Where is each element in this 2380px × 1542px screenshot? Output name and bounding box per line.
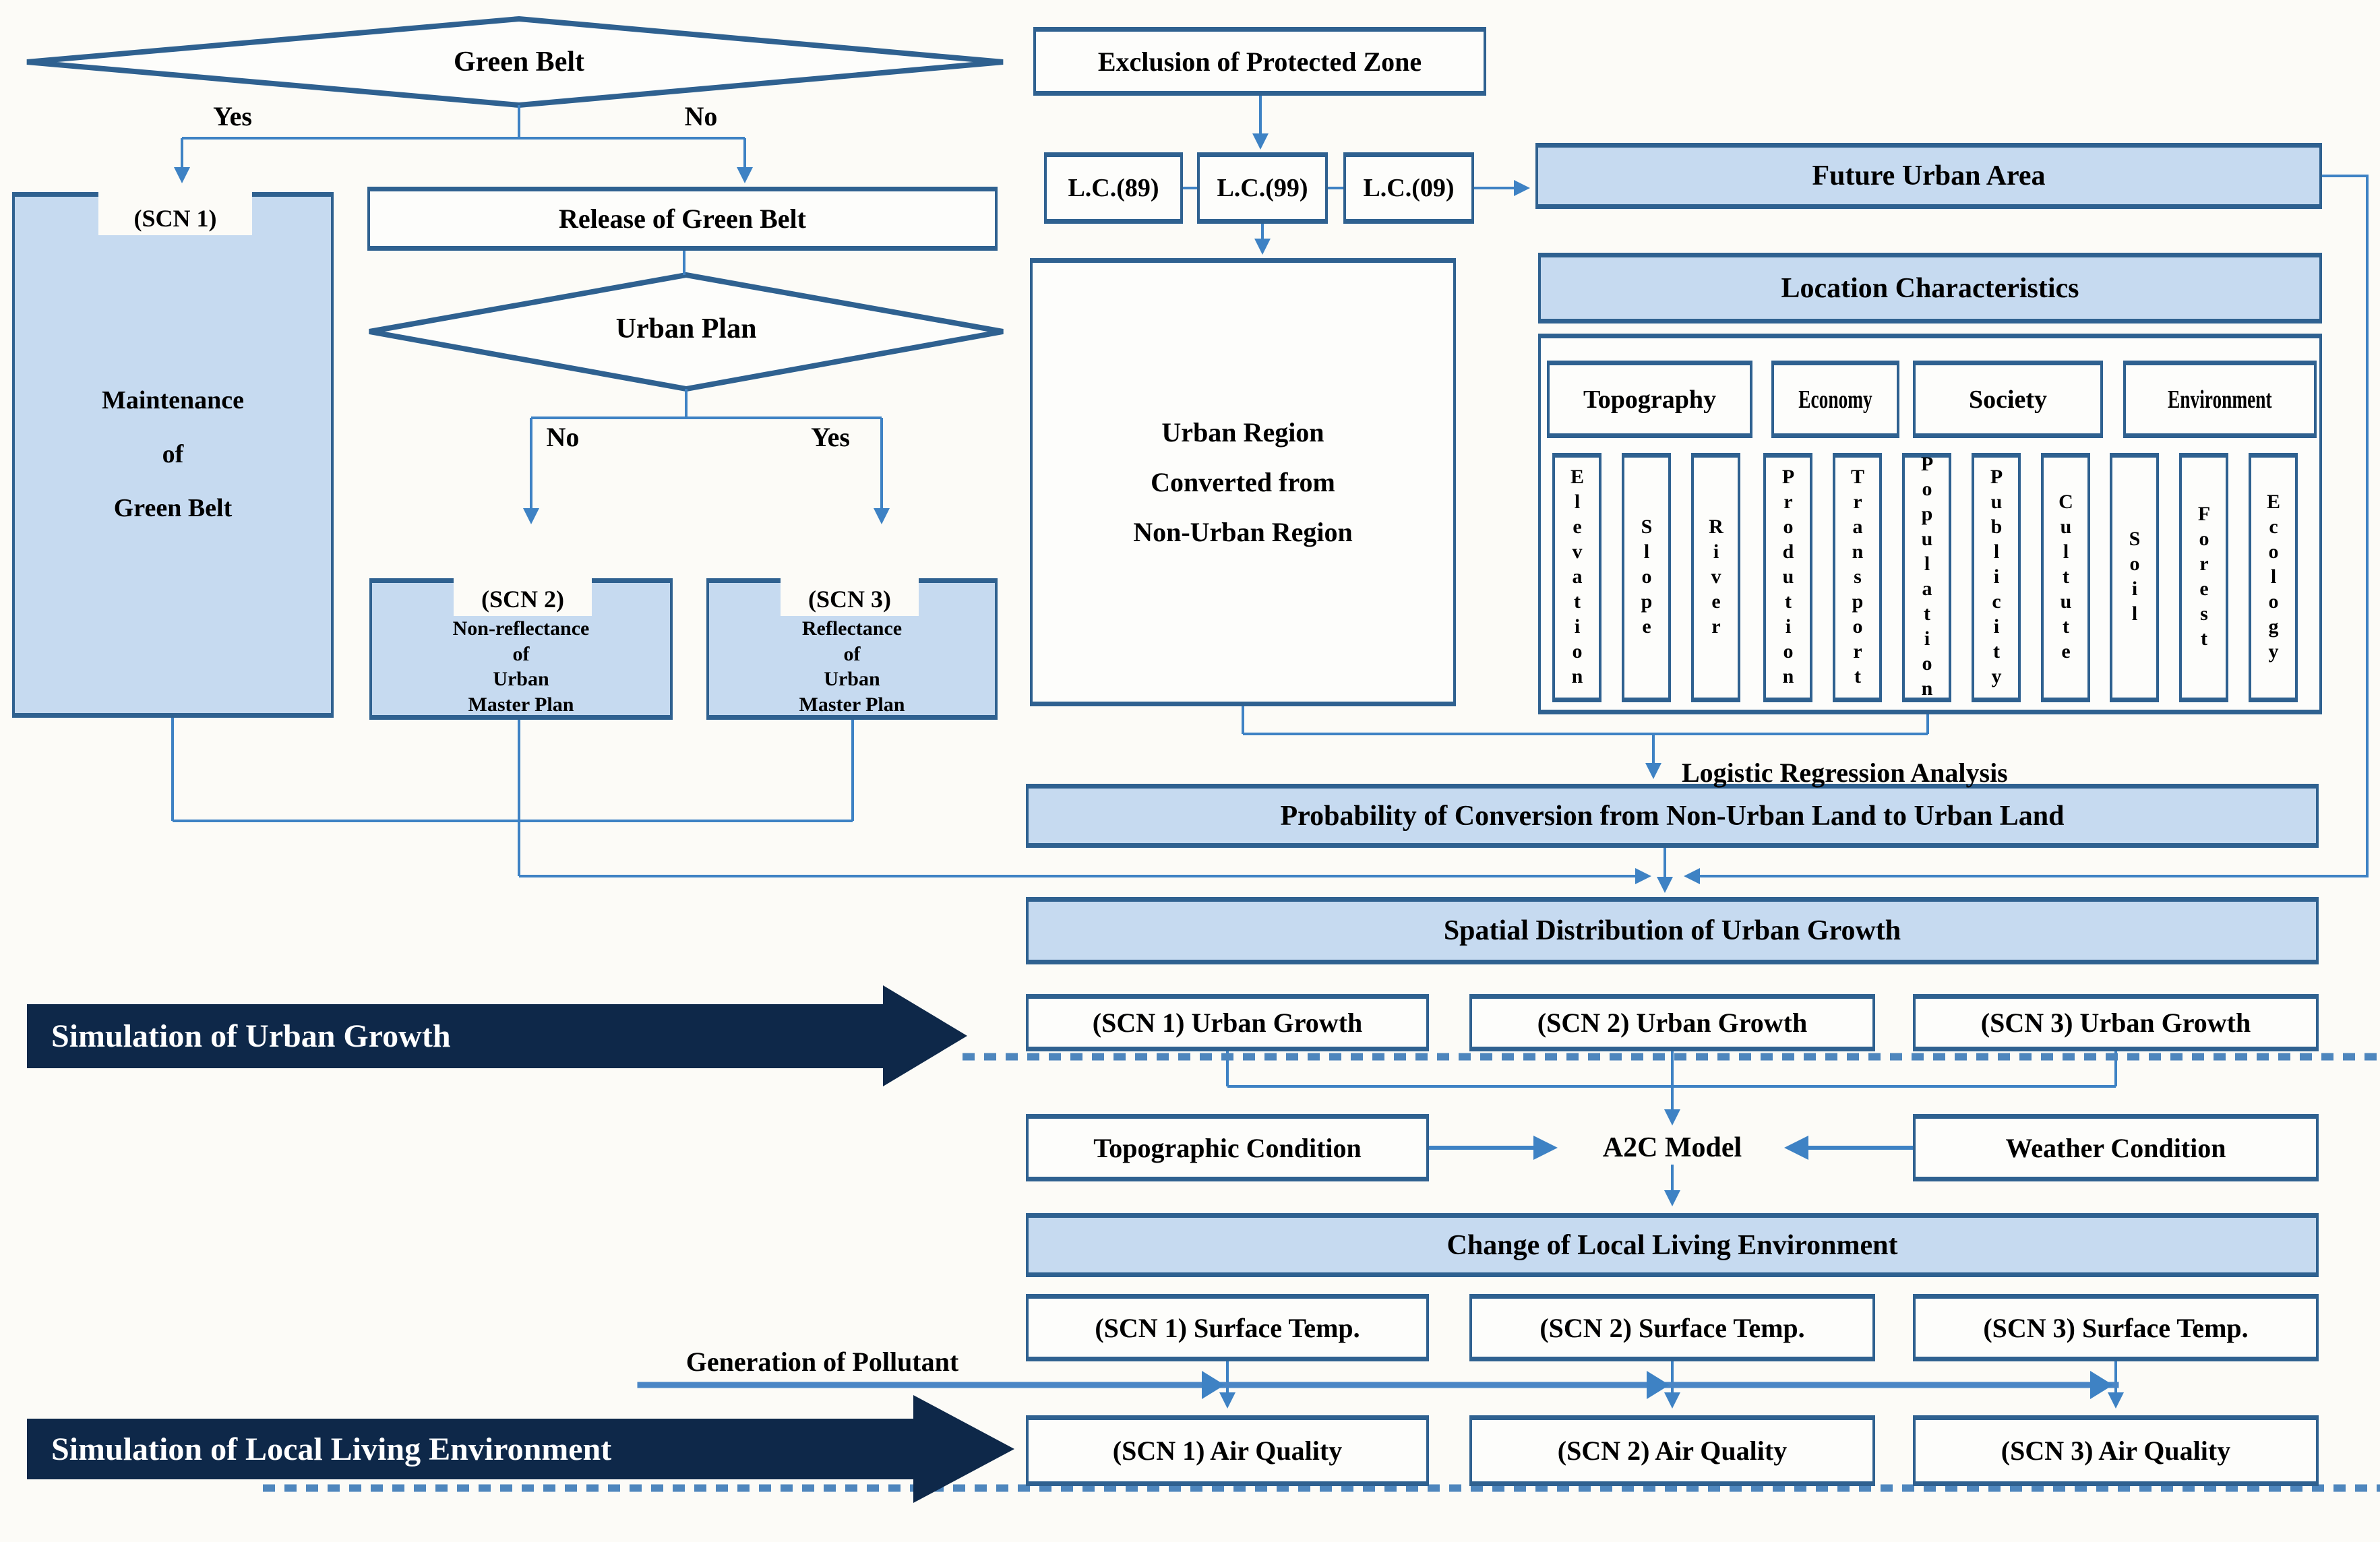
factor-column-cultute: Cultute	[2041, 453, 2090, 702]
a2c-model-label: A2C Model	[1602, 1132, 1742, 1163]
category-economy: Economy	[1771, 361, 1899, 438]
land-cover-09-box: L.C.(09)	[1343, 152, 1474, 224]
factor-column-river: River	[1691, 453, 1740, 702]
factor-column-slope: Slope	[1622, 453, 1671, 702]
scn1-maintenance-box: Maintenance of Green Belt	[12, 192, 334, 718]
scn2-air-quality-box: (SCN 2) Air Quality	[1469, 1415, 1875, 1486]
factor-column-ecology: Ecology	[2249, 453, 2298, 702]
weather-condition-box: Weather Condition	[1913, 1114, 2319, 1181]
location-characteristics-banner: Location Characteristics	[1538, 253, 2322, 323]
factor-column-publicity: Publicity	[1972, 453, 2021, 702]
scn3-surface-temp-box: (SCN 3) Surface Temp.	[1913, 1294, 2319, 1361]
scn2-surface-temp-box: (SCN 2) Surface Temp.	[1469, 1294, 1875, 1361]
branch-yes-greenbelt: Yes	[213, 100, 252, 131]
factor-column-soil: Soil	[2110, 453, 2159, 702]
banner-urban-arrow-tip	[883, 985, 967, 1086]
generation-pollutant-label: Generation of Pollutant	[685, 1346, 959, 1377]
scn3-air-quality-box: (SCN 3) Air Quality	[1913, 1415, 2319, 1486]
scn1-tag: (SCN 1)	[98, 188, 252, 235]
category-economy-label: Economy	[1798, 385, 1872, 414]
scn2-tag: (SCN 2)	[454, 574, 592, 616]
future-urban-area-box: Future Urban Area	[1535, 143, 2322, 209]
release-green-belt-box: Release of Green Belt	[367, 187, 998, 251]
probability-conversion-box: Probability of Conversion from Non-Urban…	[1026, 784, 2319, 848]
scn1-surface-temp-box: (SCN 1) Surface Temp.	[1026, 1294, 1429, 1361]
factor-column-elevation: Elevation	[1552, 453, 1601, 702]
category-society: Society	[1913, 361, 2103, 438]
spatial-distribution-box: Spatial Distribution of Urban Growth	[1026, 897, 2319, 964]
category-environment-label: Environment	[2168, 385, 2272, 414]
urban-region-box: Urban Region Converted from Non-Urban Re…	[1030, 258, 1456, 706]
decision-green-belt-label: Green Belt	[453, 47, 584, 78]
decision-urban-plan-label: Urban Plan	[615, 313, 757, 344]
logistic-regression-label: Logistic Regression Analysis	[1682, 757, 2008, 788]
category-topography: Topography	[1547, 361, 1752, 438]
factor-column-forest: Forest	[2179, 453, 2228, 702]
exclusion-protected-zone-box: Exclusion of Protected Zone	[1033, 27, 1486, 96]
change-local-living-box: Change of Local Living Environment	[1026, 1213, 2319, 1277]
land-cover-99-box: L.C.(99)	[1197, 152, 1328, 224]
scn3-tag: (SCN 3)	[781, 574, 919, 616]
scn2-urban-growth-box: (SCN 2) Urban Growth	[1469, 994, 1875, 1051]
scn1-air-quality-box: (SCN 1) Air Quality	[1026, 1415, 1429, 1486]
topographic-condition-box: Topographic Condition	[1026, 1114, 1429, 1181]
branch-no-greenbelt: No	[684, 100, 718, 131]
land-cover-89-box: L.C.(89)	[1044, 152, 1183, 224]
branch-no-urbanplan: No	[546, 421, 580, 452]
banner-local-arrow-tip	[913, 1395, 1014, 1503]
category-environment: Environment	[2123, 361, 2317, 438]
scn3-urban-growth-box: (SCN 3) Urban Growth	[1913, 994, 2319, 1051]
factor-column-prodution: Prodution	[1763, 453, 1812, 702]
scn1-urban-growth-box: (SCN 1) Urban Growth	[1026, 994, 1429, 1051]
banner-simulation-urban-growth: Simulation of Urban Growth	[27, 1004, 883, 1068]
factor-column-population: Population	[1902, 453, 1951, 702]
factor-column-transport: Transport	[1833, 453, 1882, 702]
branch-yes-urbanplan: Yes	[811, 421, 850, 452]
banner-simulation-local-living: Simulation of Local Living Environment	[27, 1419, 913, 1479]
